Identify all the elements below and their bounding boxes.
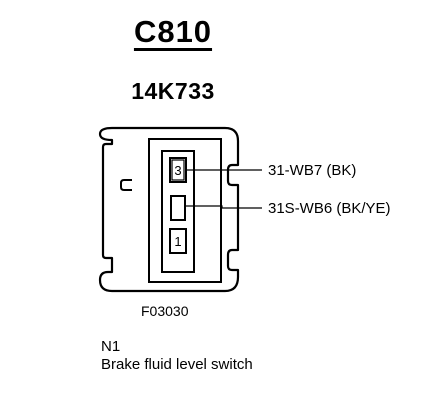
connector-part-number: 14K733	[131, 78, 215, 104]
connector-housing-outline	[98, 126, 240, 293]
pin-1-cavity	[169, 228, 187, 254]
connector-latch-left	[120, 179, 132, 191]
pin-3-terminal	[171, 159, 185, 181]
figure-code: F03030	[141, 303, 189, 319]
connector-id: C810	[133, 14, 213, 49]
terminal-block	[161, 150, 195, 273]
component-description: Brake fluid level switch	[101, 356, 253, 373]
pin-1-number: 1	[174, 234, 181, 249]
pin-2-cavity	[170, 195, 186, 221]
pin-2-circuit-label: 31S-WB6 (BK/YE)	[268, 200, 391, 217]
pin-3-circuit-label: 31-WB7 (BK)	[268, 162, 356, 179]
pin-3-number: 3	[174, 163, 181, 178]
connector-cavity-frame	[148, 138, 222, 283]
component-reference: N1	[101, 338, 121, 355]
pin-2-leader-line	[185, 205, 262, 209]
